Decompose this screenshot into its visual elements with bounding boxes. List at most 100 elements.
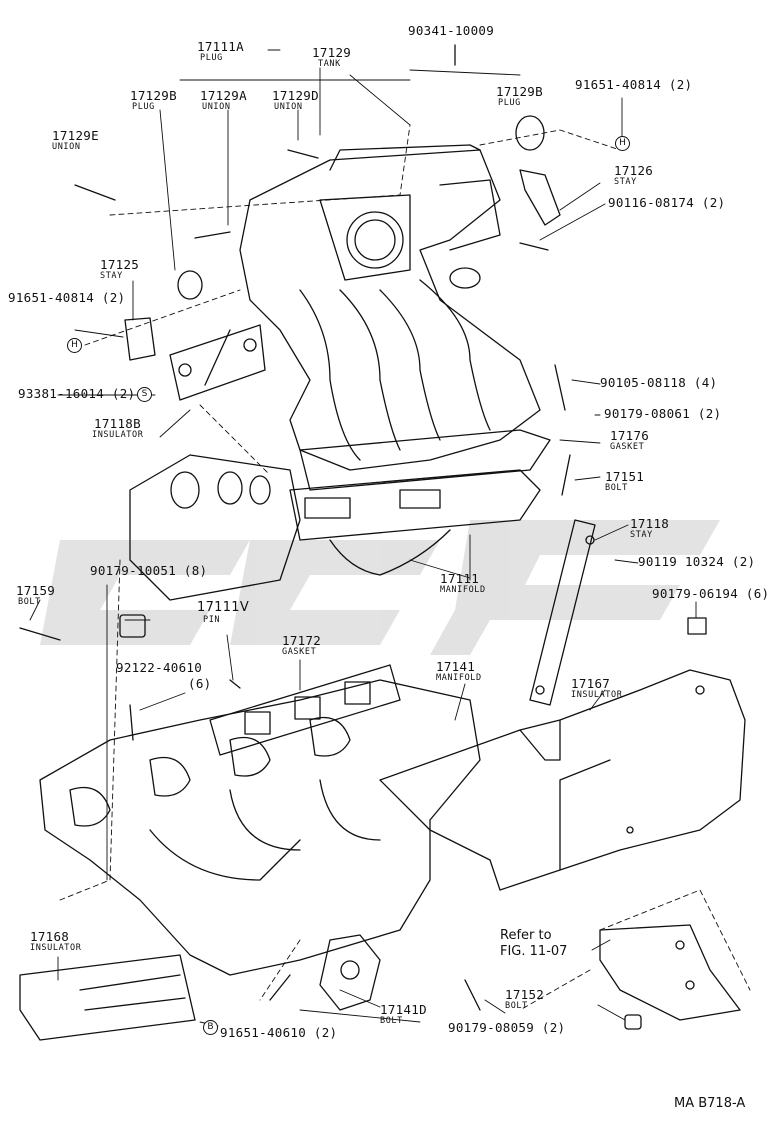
part-name: MANIFOLD (436, 672, 482, 683)
part-name: GASKET (282, 646, 317, 657)
part-name: BOLT (505, 1000, 528, 1011)
callout-h-top: H (615, 136, 630, 151)
watermark-logo (40, 520, 720, 655)
part-name: MANIFOLD (440, 584, 486, 595)
part-number: 17152 (505, 987, 545, 1002)
part-number: 17118B (94, 416, 141, 431)
label-17129: 17129 TANK (312, 45, 352, 69)
part-name: INSULATOR (571, 689, 623, 700)
label-17129b-left: 17129B PLUG (130, 88, 177, 112)
part-name: STAY (100, 270, 123, 281)
part-name: UNION (202, 101, 231, 112)
label-17168: 17168 INSULATOR (30, 929, 82, 953)
part-number: 17129B (496, 84, 543, 99)
stay-17118 (529, 519, 596, 706)
part-name: UNION (274, 101, 303, 112)
label-90105-08118: 90105-08118 (4) (600, 375, 718, 390)
part-number: 17118 (630, 516, 670, 531)
label-17125: 17125 STAY (100, 257, 140, 281)
part-number: 92122-40610 (116, 660, 203, 675)
label-17141d: 17141D BOLT (380, 1003, 427, 1026)
part-name: PLUG (132, 101, 155, 112)
part-number: 17141 (436, 659, 476, 674)
callout-h-left: H (67, 338, 82, 353)
part-name: STAY (614, 176, 637, 187)
part-name: PIN (203, 615, 221, 625)
part-number: 17168 (30, 929, 70, 944)
label-17159: 17159 BOLT (16, 583, 56, 607)
intake-manifold-upper (239, 144, 541, 471)
label-17111a: 17111A PLUG (197, 39, 244, 63)
label-91651-40814-top: 91651-40814 (2) (575, 77, 693, 92)
part-number: 17129B (130, 88, 177, 103)
part-number: 17167 (571, 676, 611, 691)
refer-note: Refer to FIG. 11-07 (500, 928, 567, 959)
part-number: 17159 (16, 583, 56, 598)
part-name: PLUG (498, 97, 521, 108)
label-17111: 17111 MANIFOLD (440, 571, 486, 595)
insulator-17167 (379, 669, 746, 891)
label-17118b: 17118B INSULATOR (92, 416, 144, 440)
part-name: BOLT (380, 1015, 403, 1026)
label-90341-10009: 90341-10009 (408, 23, 495, 38)
label-17167: 17167 INSULATOR (571, 676, 623, 700)
dashed-reference-lines (59, 124, 751, 1011)
part-name: STAY (630, 529, 653, 540)
part-number: 17129 (312, 45, 352, 60)
part-name: BOLT (18, 596, 41, 607)
callout-s: S (137, 387, 152, 402)
part-number: 17176 (610, 428, 650, 443)
label-17129e: 17129E UNION (52, 128, 99, 152)
part-number: 17111A (197, 39, 244, 54)
label-17141: 17141 MANIFOLD (436, 659, 482, 683)
label-17129b-right: 17129B PLUG (496, 84, 543, 108)
label-17126: 17126 STAY (614, 164, 653, 187)
label-17118: 17118 STAY (630, 516, 670, 540)
part-number: 17129E (52, 128, 99, 143)
diagram-code: MA B718-A (674, 1096, 746, 1111)
label-17176: 17176 GASKET (610, 428, 650, 452)
part-name: BOLT (605, 482, 628, 493)
part-number: 17111 (440, 571, 480, 586)
label-91651-40814-left: 91651-40814 (2) (8, 290, 126, 305)
part-number: 17172 (282, 633, 322, 648)
exhaust-manifold-17141 (39, 679, 481, 1011)
label-90116-08174: 90116-08174 (2) (608, 195, 726, 210)
label-17152: 17152 BOLT (505, 987, 545, 1011)
refer-line-1: Refer to (500, 928, 552, 943)
part-name: INSULATOR (30, 942, 82, 953)
callout-b: B (203, 1020, 218, 1035)
part-name: TANK (318, 58, 341, 69)
label-90179-10051: 90179-10051 (8) (90, 563, 208, 578)
part-number: 17125 (100, 257, 140, 272)
label-17151: 17151 BOLT (605, 469, 645, 493)
label-90179-08061: 90179-08061 (2) (604, 406, 722, 421)
part-name: PLUG (200, 52, 223, 63)
gasket-17172 (209, 664, 401, 756)
part-name: INSULATOR (92, 429, 144, 440)
label-17129a: 17129A UNION (200, 88, 247, 112)
label-93381-16014: 93381-16014 (2) (18, 386, 136, 401)
part-number: 17151 (605, 469, 645, 484)
part-qty: (6) (188, 675, 212, 691)
part-name: GASKET (610, 441, 645, 452)
label-17129d: 17129D UNION (272, 88, 319, 112)
label-91651-40610: 91651-40610 (2) (220, 1025, 338, 1040)
cylinder-head-flange (129, 454, 301, 601)
part-number: 17111V (197, 600, 250, 615)
part-number: 17129D (272, 88, 319, 103)
label-90179-08059: 90179-08059 (2) (448, 1020, 566, 1035)
label-90119-10324: 90119 10324 (2) (638, 554, 756, 569)
part-number: 17129A (200, 88, 247, 103)
label-92122-40610: 92122-40610 (6) (116, 660, 212, 691)
refer-line-2: FIG. 11-07 (500, 943, 568, 959)
insulator-17118b (169, 324, 266, 401)
leader-lines (29, 49, 697, 1027)
insulator-17168 (19, 954, 196, 1041)
intake-manifold-lower (289, 429, 551, 576)
insulator-fig-11-07 (599, 924, 741, 1021)
part-name: UNION (52, 141, 81, 152)
label-17111v: 17111V PIN (197, 601, 249, 625)
